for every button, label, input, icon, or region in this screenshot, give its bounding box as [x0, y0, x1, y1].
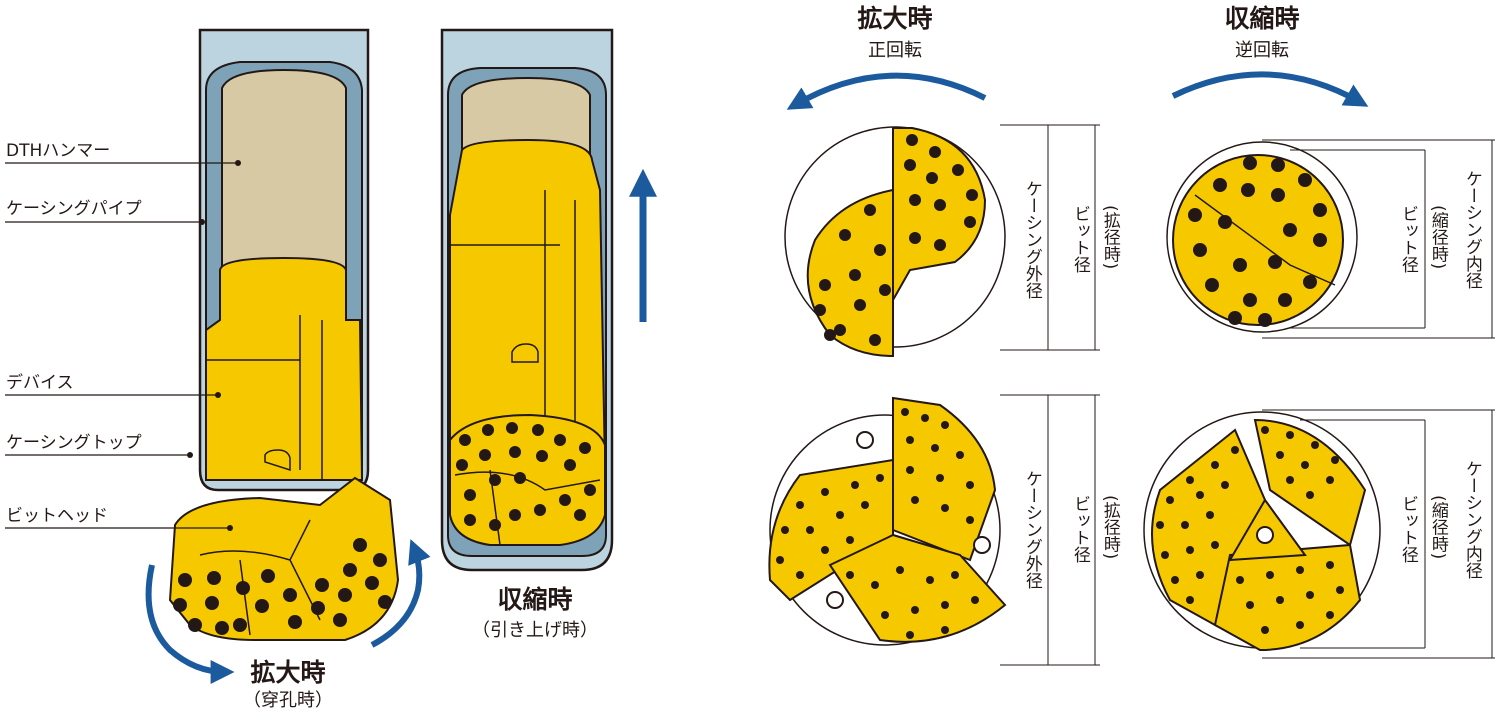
plan-retracted-top: [1166, 139, 1495, 339]
dim-retracted-note-top: (縮径時): [1427, 205, 1448, 270]
expanded-assembly: [145, 28, 431, 684]
dim-bit-diameter-top-right: ビット径: [1397, 205, 1418, 273]
dim-expanded-note-bottom: (拡径時): [1099, 495, 1120, 560]
dth-hammer-expanded: [221, 68, 347, 301]
retracted-state-title: 収縮時: [497, 585, 573, 614]
dim-casing-inner-top: ケーシング内径: [1461, 170, 1482, 289]
reverse-rotation-label: 逆回転: [1235, 40, 1289, 61]
plan-expanded-top: [784, 124, 1100, 358]
label-casing-pipe: ケーシングパイプ: [6, 199, 142, 219]
retracted-assembly: [440, 28, 657, 572]
device-expanded: [205, 256, 364, 481]
dim-casing-inner-bottom: ケーシング内径: [1461, 460, 1482, 579]
rotation-arrow-right: [370, 539, 431, 648]
dim-bit-diameter-bottom-right: ビット径: [1397, 495, 1418, 563]
expanded-state-subtitle: （穿孔時）: [243, 690, 333, 711]
forward-rotation-label: 正回転: [868, 40, 922, 61]
label-dth-hammer: DTHハンマー: [6, 141, 111, 161]
expanded-plan-title: 拡大時: [857, 4, 933, 33]
reverse-rotation-arrow: [1171, 71, 1369, 107]
bit-buttons-retracted: [456, 422, 596, 531]
plan-expanded-bottom: [768, 394, 1100, 666]
bit-buttons-expanded: [173, 538, 392, 635]
dim-casing-outer-top: ケーシング外径: [1021, 180, 1042, 299]
plan-retracted-bottom: [1143, 409, 1495, 659]
expanded-state-title: 拡大時: [250, 658, 326, 687]
rotation-arrow-left: [145, 564, 235, 684]
forward-rotation-arrow: [786, 72, 987, 110]
retracted-plan-title: 収縮時: [1224, 4, 1300, 33]
dim-casing-outer-bottom: ケーシング外径: [1021, 470, 1042, 589]
label-leaders: [5, 162, 238, 529]
label-device: デバイス: [6, 373, 74, 393]
dim-retracted-note-bottom: (縮径時): [1427, 495, 1448, 560]
device-retracted: [449, 138, 607, 471]
label-casing-top: ケーシングトップ: [6, 433, 142, 453]
dim-bit-diameter-top-left: ビット径: [1069, 205, 1090, 273]
dim-expanded-note-top: (拡径時): [1099, 205, 1120, 270]
dim-bit-diameter-bottom-left: ビット径: [1069, 495, 1090, 563]
retracted-state-subtitle: （引き上げ時）: [472, 620, 598, 641]
label-bit-head: ビットヘッド: [6, 506, 108, 526]
